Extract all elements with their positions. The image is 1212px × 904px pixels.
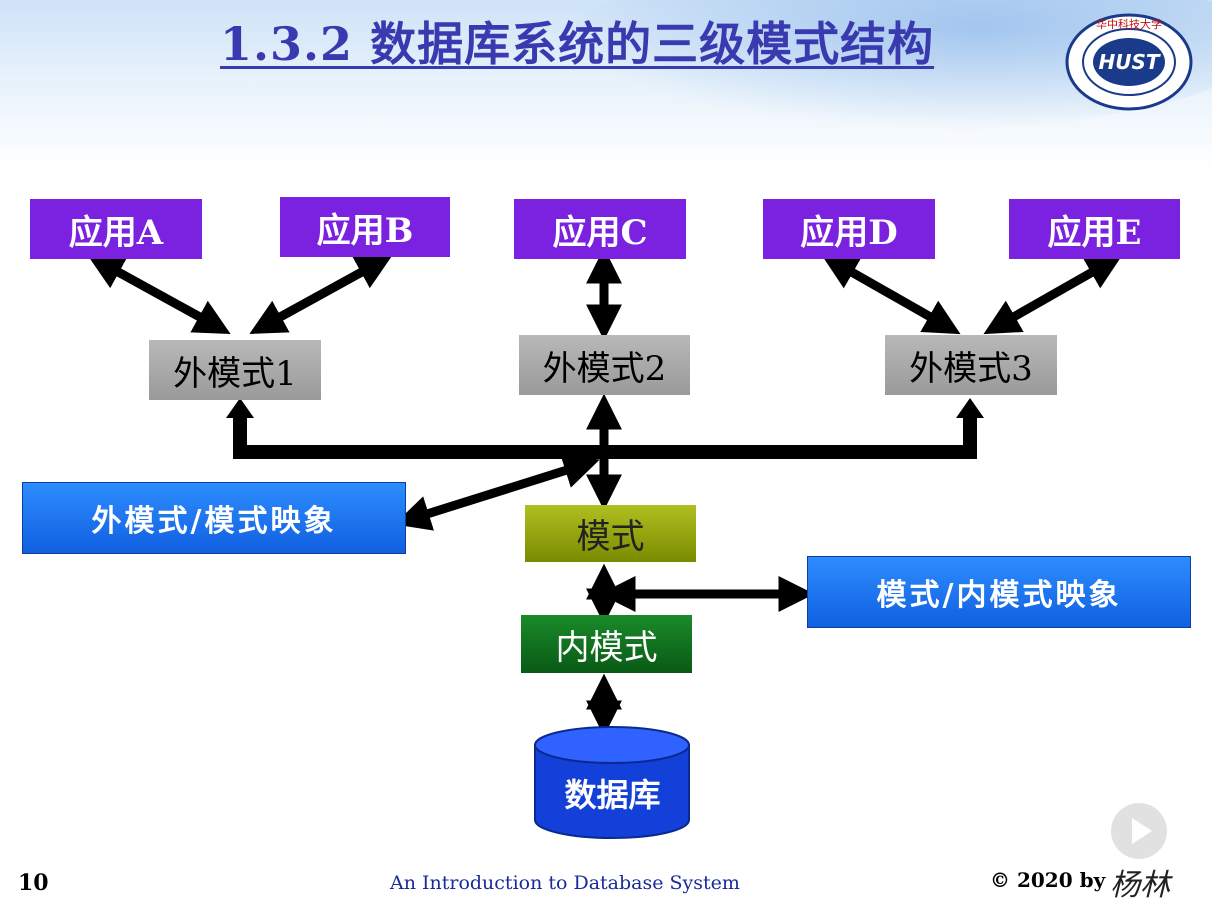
app-b-box: 应用B (280, 197, 450, 257)
page-number: 10 (18, 870, 49, 896)
arrow-appA-ext1 (87, 255, 231, 334)
arrow-appD-ext3 (821, 254, 961, 335)
external-schema-1: 外模式1 (149, 340, 321, 400)
author-signature: 杨林 (1110, 868, 1170, 903)
logo-cn-name: 华中科技大学 (1096, 17, 1162, 31)
app-a-box: 应用A (30, 199, 202, 259)
arrow-ext-mapping (394, 453, 600, 531)
university-logo: HUST 华中科技大学 (1065, 13, 1193, 111)
arrow-appE-ext3 (983, 254, 1123, 335)
app-d-box: 应用D (763, 199, 935, 259)
slide-title: 1.3.2 数据库系统的三级模式结构 (220, 17, 935, 71)
database-label: 数据库 (564, 776, 661, 814)
conceptual-schema-box: 模式 (525, 505, 696, 562)
copyright-text: © 2020 by (990, 868, 1106, 892)
app-e-box: 应用E (1009, 199, 1180, 259)
internal-schema-box: 内模式 (521, 615, 692, 673)
external-schema-2: 外模式2 (519, 335, 690, 395)
logo-initials: HUST (1098, 50, 1160, 74)
external-schema-mapping: 外模式/模式映象 (22, 482, 406, 554)
course-title: An Introduction to Database System (390, 872, 740, 894)
play-icon[interactable] (1108, 800, 1170, 862)
database-cylinder (534, 726, 690, 839)
external-schema-3: 外模式3 (885, 335, 1057, 395)
app-c-box: 应用C (514, 199, 686, 259)
arrow-appB-ext1 (249, 255, 393, 334)
schema-internal-mapping: 模式/内模式映象 (807, 556, 1191, 628)
